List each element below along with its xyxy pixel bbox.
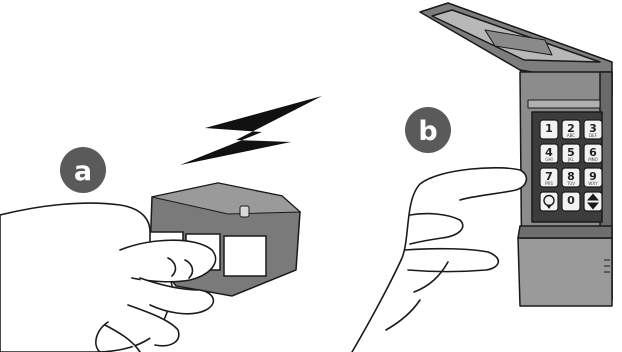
- keypad-key-1[interactable]: 1: [540, 120, 558, 139]
- keypad-housing: [518, 72, 612, 306]
- label-b-text: b: [418, 116, 437, 147]
- label-a-text: a: [74, 156, 92, 187]
- key-letters: JKL: [567, 157, 575, 162]
- remote-button-right[interactable]: [224, 236, 266, 276]
- key-number: 0: [567, 194, 575, 207]
- panel-a-remote: a: [0, 96, 322, 352]
- keypad-key-0[interactable]: 0: [562, 192, 580, 211]
- up-down-arrow-key[interactable]: [584, 192, 602, 211]
- key-letters: ABC: [567, 133, 575, 138]
- key-letters: GHI: [545, 157, 552, 162]
- key-letters: TUV: [566, 181, 575, 186]
- label-badge-b: b: [405, 107, 451, 153]
- pointing-hand: [352, 168, 526, 352]
- key-number: 1: [545, 122, 553, 135]
- key-letters: WXY: [588, 181, 598, 186]
- led-indicator: [240, 206, 249, 217]
- lock-key[interactable]: [540, 192, 558, 211]
- key-letters: MNO: [588, 157, 598, 162]
- key-letters: PRS: [545, 181, 553, 186]
- label-badge-a: a: [60, 147, 106, 193]
- key-letters: DEF: [589, 133, 598, 138]
- lightning-bolt-icon: [180, 96, 322, 165]
